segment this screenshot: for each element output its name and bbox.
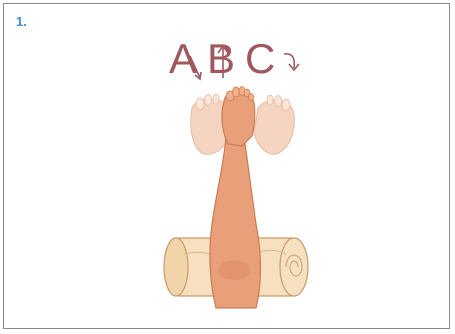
leg	[210, 136, 261, 308]
arrow-down-right-icon	[190, 56, 201, 79]
ghost-foot-right	[254, 95, 294, 154]
foot-upright	[222, 87, 255, 147]
illustration-card: 1. A B C	[3, 3, 450, 329]
ankle-exercise-illustration	[4, 4, 451, 330]
arrow-curved-clockwise-icon	[284, 54, 299, 70]
arrow-up-icon	[218, 46, 228, 78]
